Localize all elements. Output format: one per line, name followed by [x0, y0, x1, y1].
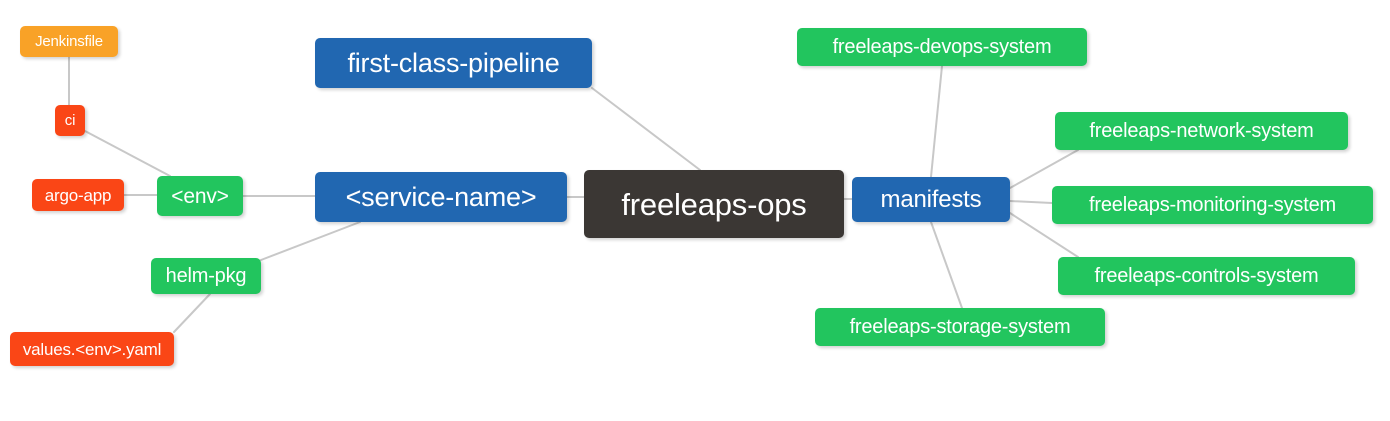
node-argoapp[interactable]: argo-app [32, 179, 124, 211]
edge-manifests-to-monitoring [1009, 200, 1053, 204]
node-network[interactable]: freeleaps-network-system [1055, 112, 1348, 150]
edge-ci-to-env [84, 130, 171, 177]
node-devops[interactable]: freeleaps-devops-system [797, 28, 1087, 66]
node-jenkinsfile[interactable]: Jenkinsfile [20, 26, 118, 57]
node-monitoring[interactable]: freeleaps-monitoring-system [1052, 186, 1373, 224]
node-root[interactable]: freeleaps-ops [584, 170, 844, 238]
edge-manifests-to-network [1009, 149, 1079, 189]
node-valuesyaml[interactable]: values.<env>.yaml [10, 332, 174, 366]
edge-manifests-to-storage [930, 221, 963, 309]
node-helmpkg[interactable]: helm-pkg [151, 258, 261, 294]
node-storage[interactable]: freeleaps-storage-system [815, 308, 1105, 346]
edge-pipeline-to-root [591, 87, 701, 171]
node-pipeline[interactable]: first-class-pipeline [315, 38, 592, 88]
node-service[interactable]: <service-name> [315, 172, 567, 222]
edge-manifests-to-devops [930, 65, 943, 178]
node-ci[interactable]: ci [55, 105, 85, 136]
node-manifests[interactable]: manifests [852, 177, 1010, 222]
edge-helmpkg-to-service [260, 221, 361, 261]
node-env[interactable]: <env> [157, 176, 243, 216]
node-controls[interactable]: freeleaps-controls-system [1058, 257, 1355, 295]
edge-valuesyaml-to-helmpkg [173, 293, 211, 333]
